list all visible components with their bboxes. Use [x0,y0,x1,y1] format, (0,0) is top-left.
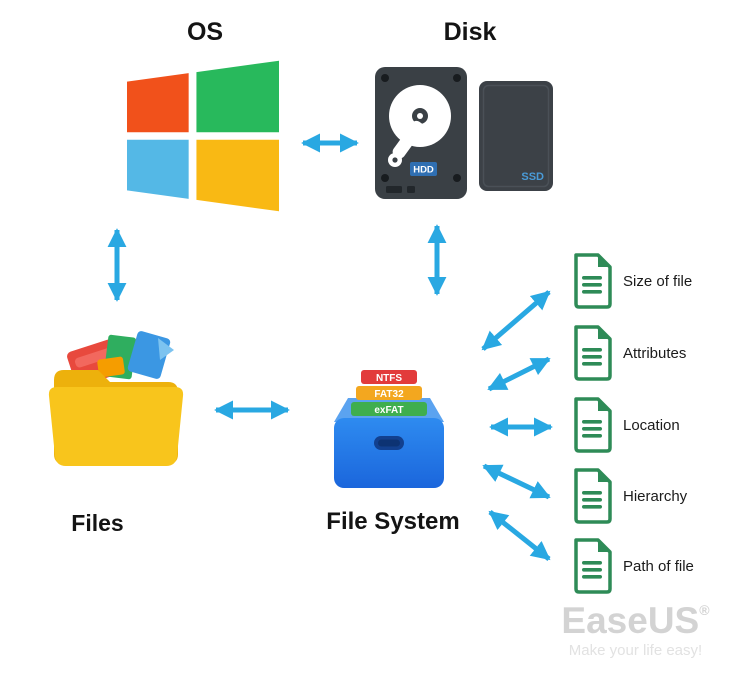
attribute-label: Hierarchy [623,487,688,505]
format-label-exfat: exFAT [374,405,403,416]
easeus-logo-text: EaseUS [561,600,700,641]
arrow-filesystem-attributes [487,356,551,392]
attribute-label: Attributes [623,344,687,362]
arrow-filesystem-path [488,510,551,561]
files-label: Files [71,510,124,536]
registered-mark: ® [699,602,710,618]
easeus-tagline: Make your life easy! [568,642,703,659]
attribute-item-size: Size of file [570,252,692,310]
format-label-ntfs: NTFS [376,373,402,384]
file-system-icon: NTFS FAT32 exFAT [334,370,444,488]
windows-logo-icon [127,60,279,212]
attribute-item-path: Path of file [570,537,694,595]
hdd-icon: HDD [375,67,467,199]
ssd-icon: SSD [479,81,553,191]
arrow-filesystem-hierarchy [482,463,551,500]
easeus-watermark: EaseUS® Make your life easy! [548,602,723,659]
os-label: OS [186,18,224,46]
document-icon [574,253,612,309]
document-icon [574,325,612,381]
attribute-label: Path of file [623,557,694,575]
ssd-label: SSD [521,171,544,183]
arrow-filesystem-size [481,290,551,351]
disk-label: Disk [443,18,497,46]
files-folder-icon [48,331,184,466]
attribute-label: Size of file [623,272,693,290]
document-icon [574,538,612,594]
file-system-label: File System [326,508,460,535]
attribute-label: Location [623,416,680,434]
attribute-item-hierarchy: Hierarchy [570,467,687,525]
document-icon [574,468,612,524]
hdd-label: HDD [413,165,434,176]
attribute-item-attributes: Attributes [570,324,686,382]
attribute-item-location: Location [570,396,680,454]
format-label-fat32: FAT32 [374,389,404,400]
document-icon [574,397,612,453]
